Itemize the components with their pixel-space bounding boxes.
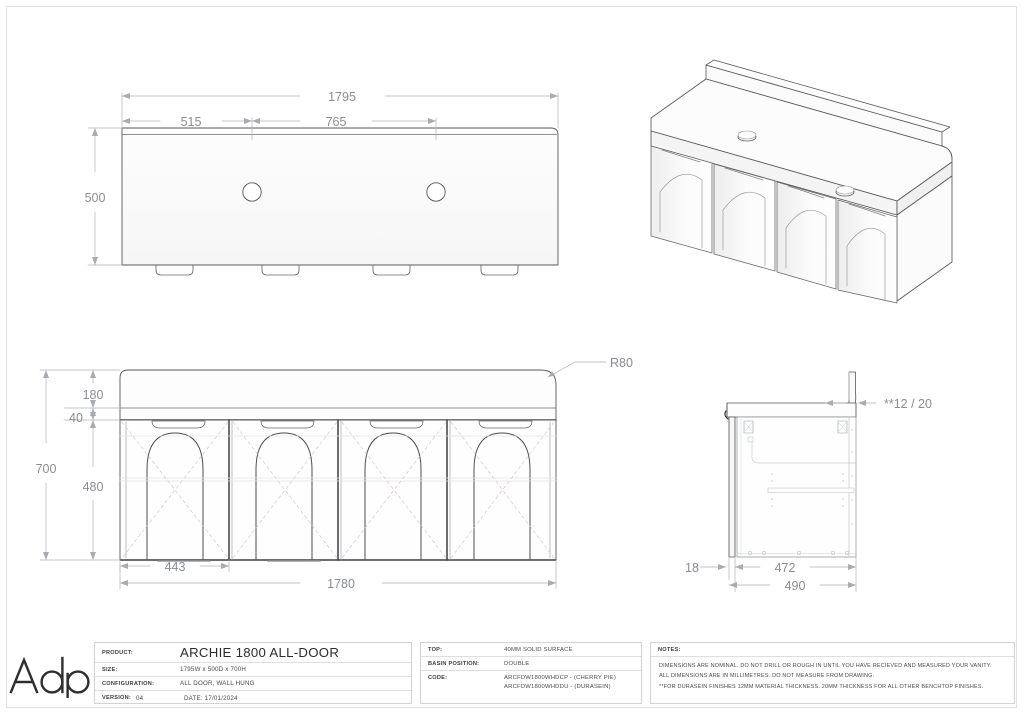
dim-490: 490: [785, 579, 806, 593]
code-value-2: ARCFDW1800WHDDU - (DURASEIN): [504, 684, 611, 690]
callout-r80: R80: [610, 356, 633, 370]
dim-1795: 1795: [328, 90, 356, 104]
dim-40: 40: [69, 411, 83, 425]
notes-box: NOTES: DIMENSIONS ARE NOMINAL. DO NOT DR…: [650, 642, 1015, 704]
callout-thickness: **12 / 20: [884, 397, 932, 411]
product-label: PRODUCT:: [102, 649, 133, 656]
configuration-value: ALL DOOR, WALL HUNG: [180, 680, 255, 687]
spec-info-box: TOP: 40MM SOLID SURFACE BASIN POSITION: …: [420, 642, 642, 704]
basin-position-value: DOUBLE: [504, 660, 530, 667]
date-value: DATE: 17/01/2024: [184, 694, 238, 702]
dim-472: 472: [775, 561, 796, 575]
row-code: CODE: ARCFDW1800WHDCP - (CHERRY PIE) ARC…: [421, 671, 641, 705]
front-elevation-geometry: [119, 369, 557, 562]
top-view-dimension-lines: [87, 92, 559, 266]
section-dimension-lines: [699, 371, 877, 593]
basin-position-label: BASIN POSITION:: [428, 660, 480, 667]
r80-leader: [547, 361, 607, 378]
notes-label: NOTES:: [658, 646, 681, 653]
row-basin-position: BASIN POSITION: DOUBLE: [421, 657, 641, 671]
notes-body: DIMENSIONS ARE NOMINAL. DO NOT DRILL OR …: [651, 657, 1014, 692]
note-line-1: DIMENSIONS ARE NOMINAL. DO NOT DRILL OR …: [659, 663, 992, 669]
row-configuration: CONFIGURATION: ALL DOOR, WALL HUNG: [95, 677, 411, 691]
configuration-label: CONFIGURATION:: [102, 680, 155, 687]
dim-515: 515: [181, 115, 202, 129]
row-size: SIZE: 1795W x 500D x 700H: [95, 663, 411, 677]
dim-1780: 1780: [327, 577, 355, 591]
dim-765: 765: [326, 115, 347, 129]
dim-443: 443: [165, 560, 186, 574]
row-version-date: VERSION: 04 DATE: 17/01/2024: [95, 691, 411, 705]
dim-700: 700: [36, 462, 57, 476]
version-label: VERSION:: [102, 695, 132, 701]
top-view-geometry: [121, 127, 559, 276]
elevation-dimension-lines: [39, 369, 557, 590]
product-value: ARCHIE 1800 ALL-DOOR: [180, 645, 340, 660]
size-label: SIZE:: [102, 666, 118, 673]
version-value: 04: [136, 694, 144, 702]
note-line-3: **FOR DURASEIN FINISHES 12MM MATERIAL TH…: [659, 683, 984, 690]
side-section-geometry: [724, 371, 857, 558]
dim-180: 180: [83, 388, 104, 402]
dim-480: 480: [83, 480, 104, 494]
top-label: TOP:: [428, 646, 443, 653]
sheet-border: [6, 6, 1017, 708]
dimension-text-group: 1795 515 765 500 700 180 40 480 443 1780…: [36, 90, 932, 593]
dim-18: 18: [685, 561, 699, 575]
product-info-box: PRODUCT: ARCHIE 1800 ALL-DOOR SIZE: 1795…: [94, 642, 412, 704]
code-label: CODE:: [428, 675, 448, 681]
isometric-view-geometry: [650, 59, 953, 304]
dim-500: 500: [85, 191, 106, 205]
code-value-1: ARCFDW1800WHDCP - (CHERRY PIE): [504, 675, 617, 681]
title-block: PRODUCT: ARCHIE 1800 ALL-DOOR SIZE: 1795…: [8, 636, 1015, 708]
note-line-2: ALL DIMENSIONS ARE IN MILLIMETRES. DO NO…: [659, 673, 875, 680]
size-value: 1795W x 500D x 700H: [180, 666, 247, 673]
adp-logo: [9, 656, 90, 698]
row-top: TOP: 40MM SOLID SURFACE: [421, 643, 641, 657]
row-product: PRODUCT: ARCHIE 1800 ALL-DOOR: [95, 643, 411, 663]
top-value: 40MM SOLID SURFACE: [504, 646, 573, 653]
